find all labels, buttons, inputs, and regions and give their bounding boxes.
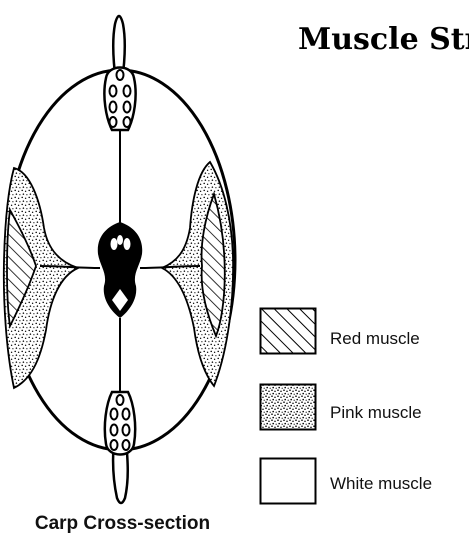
legend-red-swatch — [259, 307, 317, 355]
spinal-canal-center — [117, 235, 123, 245]
legend-pink-swatch — [259, 383, 317, 431]
diagram-caption: Carp Cross-section — [0, 513, 245, 535]
legend-white-swatch — [259, 457, 317, 505]
spinal-canal-right — [124, 238, 131, 250]
legend-white-label: White muscle — [330, 474, 432, 494]
legend-pink-label: Pink muscle — [330, 403, 422, 423]
spinal-canal-left — [111, 238, 118, 250]
legend-red-label: Red muscle — [330, 329, 420, 349]
